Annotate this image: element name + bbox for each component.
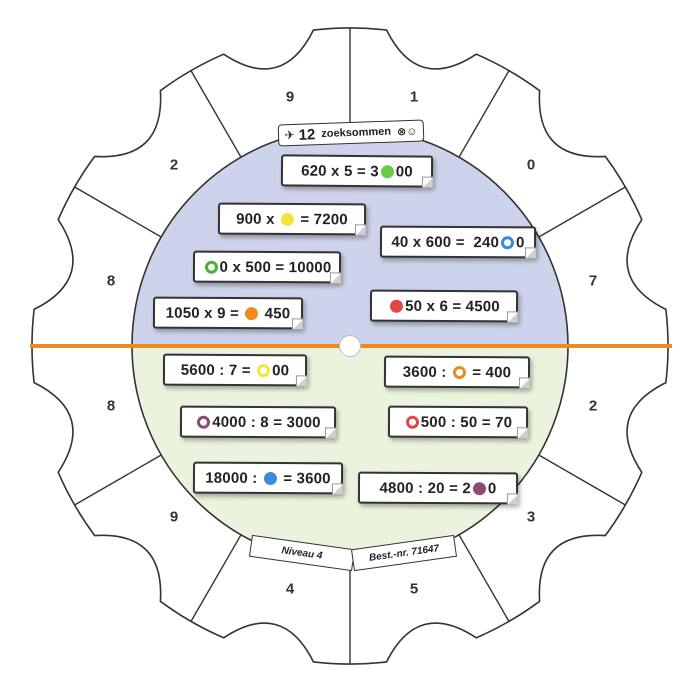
ring-marker-icon (197, 415, 211, 429)
card-text-before: 5600 : 7 = (180, 361, 256, 379)
outer-number-bottom-left: 4 (285, 580, 295, 598)
card-text-after: 00 (272, 361, 290, 379)
dot-marker-icon (390, 299, 404, 313)
puzzle-card-3[interactable]: 40 x 600 = 240 0 (379, 225, 537, 259)
ring-marker-icon (257, 363, 271, 377)
card-text-before: 1050 x 9 = (165, 304, 244, 322)
card-text-before: 620 x 5 = 3 (301, 162, 379, 180)
card-text-after: 0 (487, 479, 497, 497)
card-text-before: 900 x (236, 210, 280, 228)
outer-number-left-lower: 8 (106, 397, 116, 415)
header-title: zoeksommen (321, 125, 392, 141)
card-text-after: 500 : 50 = 70 (420, 413, 513, 431)
outer-number-top-right: 1 (409, 88, 419, 106)
segment-divider (74, 186, 162, 238)
segment-divider (190, 534, 242, 622)
puzzle-card-5[interactable]: 1050 x 9 = 450 (152, 296, 304, 330)
card-text-after: 450 (260, 304, 291, 322)
segment-divider (190, 70, 242, 158)
airplane-icon: ✈ (284, 127, 295, 143)
card-text-before: 18000 : (205, 469, 262, 487)
puzzle-card-6[interactable]: 50 x 6 = 4500 (369, 289, 519, 323)
card-text-after: = 7200 (295, 210, 348, 228)
segment-divider (458, 534, 510, 622)
card-text-after: = 400 (467, 363, 512, 381)
outer-number-lower-left: 9 (169, 508, 179, 526)
dot-marker-icon (263, 471, 277, 485)
segment-divider (458, 70, 510, 158)
dot-marker-icon (245, 306, 259, 320)
segment-divider (538, 454, 626, 506)
card-text-after: 0 x 500 = 10000 (219, 258, 332, 276)
dot-marker-icon (280, 212, 295, 226)
puzzle-card-4[interactable]: 0 x 500 = 10000 (192, 250, 342, 284)
card-text-after: 4000 : 8 = 3000 (212, 413, 321, 431)
face-icons: ⊗☺ (396, 125, 418, 138)
center-hinge (339, 335, 361, 357)
ring-marker-icon (501, 235, 515, 249)
card-text-after: = 3600 (278, 469, 331, 487)
outer-number-upper-left: 2 (169, 156, 179, 174)
outer-number-top-left: 9 (285, 88, 295, 106)
order-number-label: Best.-nr. 71647 (368, 542, 440, 564)
outer-number-right-lower: 2 (588, 397, 598, 415)
header-count: 12 (298, 125, 316, 144)
puzzle-card-9[interactable]: 4000 : 8 = 3000 (179, 405, 337, 439)
puzzle-card-10[interactable]: 500 : 50 = 70 (387, 405, 529, 439)
outer-number-bottom-right: 5 (409, 580, 419, 598)
card-text-after: 50 x 6 = 4500 (405, 297, 500, 315)
segment-divider (74, 454, 162, 506)
card-text-before: 4800 : 20 = 2 (379, 479, 471, 497)
level-label: Niveau 4 (280, 544, 324, 562)
card-text-after: 0 (516, 233, 525, 251)
puzzle-card-1[interactable]: 620 x 5 = 3 00 (280, 154, 434, 188)
puzzle-card-12[interactable]: 4800 : 20 = 2 0 (357, 471, 519, 505)
puzzle-card-8[interactable]: 3600 : = 400 (383, 355, 531, 389)
card-text-before: 40 x 600 = 240 (391, 233, 500, 251)
card-text-before: 3600 : (402, 363, 451, 381)
outer-number-left-upper: 8 (106, 272, 116, 290)
puzzle-card-11[interactable]: 18000 : = 3600 (192, 461, 344, 495)
outer-number-lower-right: 3 (526, 508, 536, 526)
segment-divider (538, 186, 626, 238)
ring-marker-icon (204, 260, 218, 274)
ring-marker-icon (452, 365, 466, 379)
dot-marker-icon (380, 164, 394, 178)
outer-number-upper-right: 0 (526, 156, 536, 174)
outer-number-right-upper: 7 (588, 272, 598, 290)
dot-marker-icon (472, 481, 486, 495)
card-text-after: 00 (395, 162, 413, 180)
puzzle-card-7[interactable]: 5600 : 7 = 00 (162, 353, 308, 387)
puzzle-card-2[interactable]: 900 x = 7200 (217, 202, 367, 236)
ring-marker-icon (405, 415, 419, 429)
